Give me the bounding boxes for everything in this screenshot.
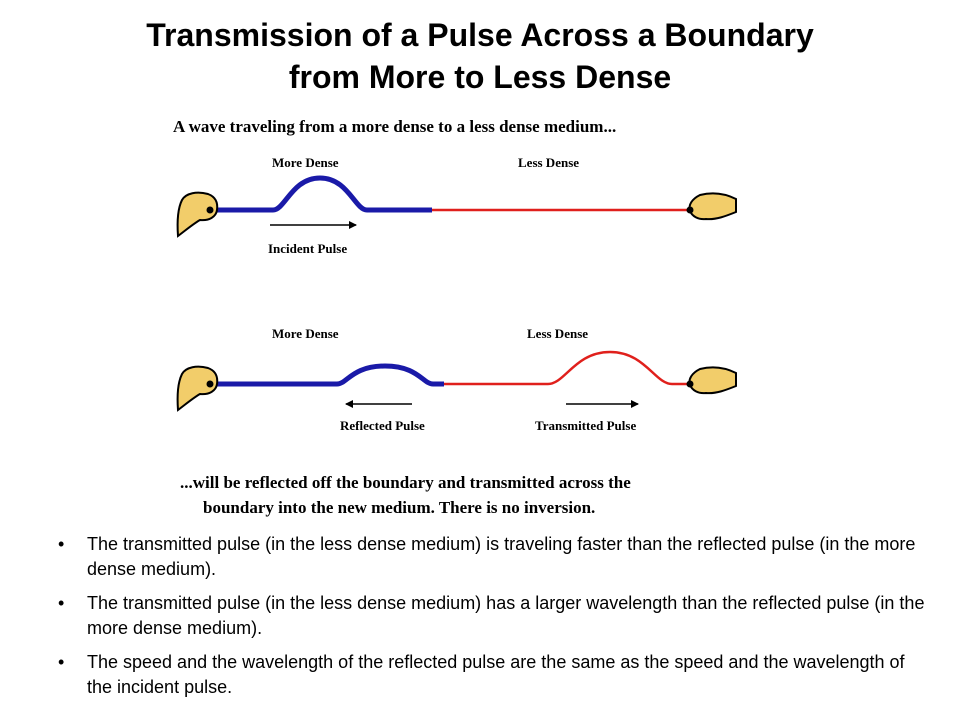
bottom-left-hand-icon: [176, 365, 219, 412]
bottom-dense-rope: [212, 363, 444, 387]
top-less-dense-label: Less Dense: [518, 155, 579, 170]
incident-pulse-label: Incident Pulse: [268, 241, 347, 256]
transmitted-pulse-label: Transmitted Pulse: [535, 418, 636, 433]
bottom-more-dense-label: More Dense: [272, 326, 339, 341]
bullet-item: The speed and the wavelength of the refl…: [48, 650, 928, 700]
bottom-right-hand-icon: [686, 366, 737, 395]
title-line-2: from More to Less Dense: [288, 59, 672, 95]
top-more-dense-label: More Dense: [272, 155, 339, 170]
top-dense-rope: [212, 175, 432, 213]
top-right-hand-icon: [686, 192, 737, 221]
bullet-item: The transmitted pulse (in the less dense…: [48, 591, 928, 641]
bullet-item: The transmitted pulse (in the less dense…: [48, 532, 928, 582]
top-left-hand-icon: [176, 191, 219, 238]
figure-heading: A wave traveling from a more dense to a …: [173, 117, 616, 136]
caption-line-2: boundary into the new medium. There is n…: [203, 498, 595, 517]
slide-title: Transmission of a Pulse Across a Boundar…: [0, 14, 960, 98]
title-line-1: Transmission of a Pulse Across a Boundar…: [146, 17, 814, 53]
bullet-list: The transmitted pulse (in the less dense…: [48, 532, 928, 709]
caption-line-1: ...will be reflected off the boundary an…: [180, 473, 631, 492]
bottom-less-dense-label: Less Dense: [527, 326, 588, 341]
reflected-pulse-label: Reflected Pulse: [340, 418, 425, 433]
bottom-light-rope: [444, 350, 690, 386]
